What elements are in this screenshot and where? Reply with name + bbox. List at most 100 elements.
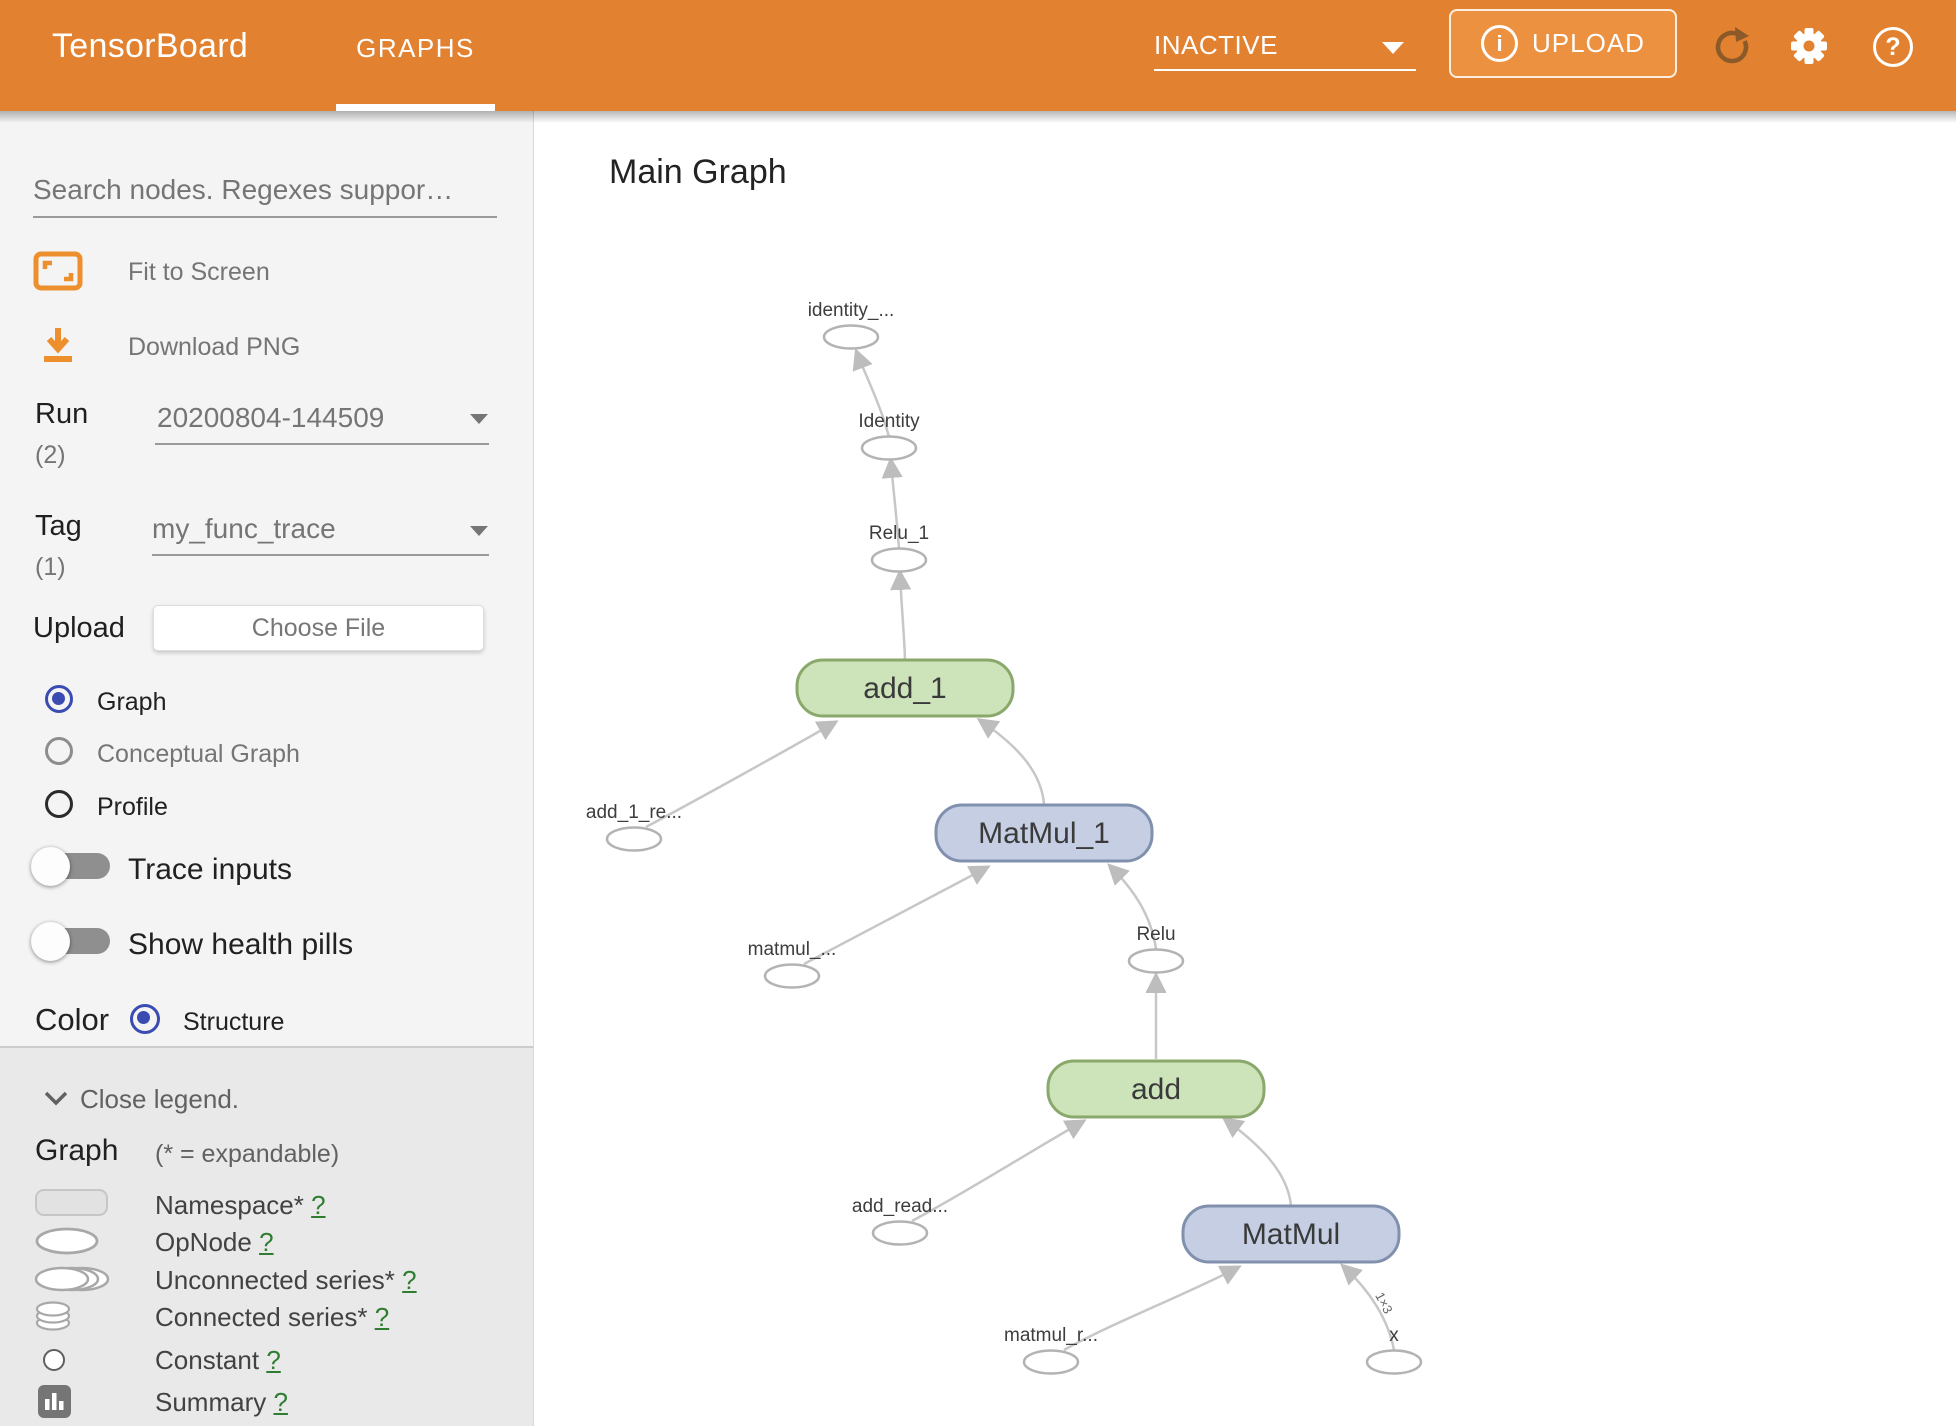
help-link[interactable]: ? [311,1190,326,1220]
tag-select[interactable]: my_func_trace [152,513,336,544]
app-title: TensorBoard [52,27,249,65]
help-icon[interactable]: ? [1873,27,1913,67]
legend-item-constant: Constant ? [155,1345,281,1375]
graph-node-label: add_1 [863,672,946,705]
help-link[interactable]: ? [273,1387,288,1417]
graph-node-Relu_1[interactable]: Relu_1 [869,523,929,573]
edge-shape-label: 1×3 [1372,1290,1396,1317]
refresh-icon[interactable] [1712,26,1754,66]
graph-node-label: add [1131,1073,1181,1106]
fit-to-screen-button[interactable]: Fit to Screen [128,258,270,286]
show-health-pills-toggle-thumb[interactable] [31,922,70,961]
help-link[interactable]: ? [266,1345,281,1375]
graph-node-x[interactable]: x [1365,1325,1423,1375]
color-label: Color [35,1002,110,1037]
sidebar: Fit to Screen Download PNG Run (2) 20200… [0,111,534,1426]
graph-edge-Relu_1-to-Identity [881,456,903,550]
graph-node-MatMul[interactable]: MatMul [1181,1204,1401,1264]
constant-icon [43,1349,65,1371]
graph-node-Relu[interactable]: Relu [1127,924,1185,974]
tag-count: (1) [35,553,66,581]
graph-node-label: matmul_r... [1004,1325,1098,1346]
graph-node-add_1[interactable]: add_1 [795,658,1015,718]
legend-title: Graph [35,1134,119,1167]
run-label: Run [35,398,89,430]
graph-node-add[interactable]: add [1046,1059,1266,1119]
run-count: (2) [35,441,66,469]
graph-edge-add_read-to-add [911,1119,1087,1223]
trace-inputs-toggle-thumb[interactable] [31,847,70,886]
trace-inputs-label: Trace inputs [128,853,292,886]
graph-node-add_read[interactable]: add_read... [852,1196,948,1246]
legend-item-summary: Summary ? [155,1387,288,1417]
graph-node-label: MatMul [1242,1218,1340,1251]
radio-profile[interactable] [45,790,73,818]
help-link[interactable]: ? [402,1265,417,1295]
search-input[interactable] [33,163,497,218]
graph-node-add_1_re[interactable]: add_1_re... [586,802,682,852]
help-link[interactable]: ? [259,1227,274,1257]
fit-to-screen-icon[interactable] [33,251,83,291]
graph-node-label: matmul_... [748,939,837,960]
gear-icon[interactable] [1788,26,1830,66]
graph-edge-add_1-to-Relu_1 [890,568,912,660]
tab-graphs[interactable]: GRAPHS [356,33,475,63]
run-select-underline [155,443,489,445]
graph-node-label: Relu_1 [869,523,929,544]
tab-active-underline [336,104,495,111]
show-health-pills-label: Show health pills [128,928,354,961]
radio-profile-label[interactable]: Profile [97,793,168,821]
graph-node-label: add_read... [852,1196,948,1217]
chevron-down-icon[interactable] [470,526,488,536]
page-title: Main Graph [609,153,787,191]
close-legend-button[interactable]: Close legend. [80,1084,239,1114]
legend-item-namespace: Namespace* ? [155,1190,326,1220]
upload-button[interactable]: i UPLOAD [1449,9,1677,78]
graph-node-matmul_[interactable]: matmul_... [748,939,837,989]
graph-node-MatMul_1[interactable]: MatMul_1 [934,803,1154,863]
radio-graph-label[interactable]: Graph [97,688,167,716]
chevron-down-icon[interactable] [1382,42,1404,54]
status-dropdown-underline [1154,69,1416,71]
graph-edge-matmul_r-to-MatMul [1063,1265,1242,1352]
graph-node-label: identity_... [808,300,895,321]
graph-node-label: x [1389,1325,1399,1346]
download-icon[interactable] [36,326,80,366]
connected-series-icon [35,1301,71,1331]
choose-file-button[interactable]: Choose File [153,605,484,651]
graph-node-label: Identity [858,411,920,432]
radio-graph[interactable] [45,685,73,713]
chevron-down-icon[interactable] [470,414,488,424]
legend-item-opnode: OpNode ? [155,1227,274,1257]
graph-node-label: MatMul_1 [978,817,1110,850]
status-dropdown[interactable]: INACTIVE [1154,30,1278,60]
legend-panel: Close legend. Graph (* = expandable) [0,1046,533,1426]
help-link[interactable]: ? [374,1302,390,1332]
upload-button-label: UPLOAD [1532,28,1645,58]
graph-node-Identity[interactable]: Identity [858,411,920,461]
graph-edge-MatMul-to-add [1221,1116,1293,1206]
chevron-down-icon[interactable] [43,1090,69,1106]
radio-color-structure[interactable] [130,1004,160,1034]
graph-node-label: add_1_re... [586,802,682,823]
unconnected-series-icon [34,1266,110,1292]
summary-icon [38,1385,71,1418]
graph-node-matmul_r[interactable]: matmul_r... [1004,1325,1098,1375]
graph-edge-Relu-to-MatMul_1 [1107,863,1158,950]
graph-node-identity_out[interactable]: identity_... [808,300,895,350]
graph-edge-matmul_-to-MatMul_1 [803,865,991,966]
upload-label: Upload [33,612,125,644]
radio-conceptual-graph-label[interactable]: Conceptual Graph [97,740,300,768]
radio-conceptual-graph[interactable] [45,737,73,765]
legend-item-connected-series: Connected series* ? [155,1302,390,1332]
graph-edge-Identity-to-identity_out [852,348,891,438]
graph-edge-x-to-MatMul: 1×3 [1340,1263,1396,1351]
radio-color-structure-label[interactable]: Structure [183,1008,285,1036]
graph-edge-add_1_re-to-add_1 [645,720,839,829]
legend-note: (* = expandable) [155,1140,340,1168]
download-png-button[interactable]: Download PNG [128,333,301,361]
tag-select-underline [152,554,489,556]
run-select[interactable]: 20200804-144509 [157,402,385,433]
